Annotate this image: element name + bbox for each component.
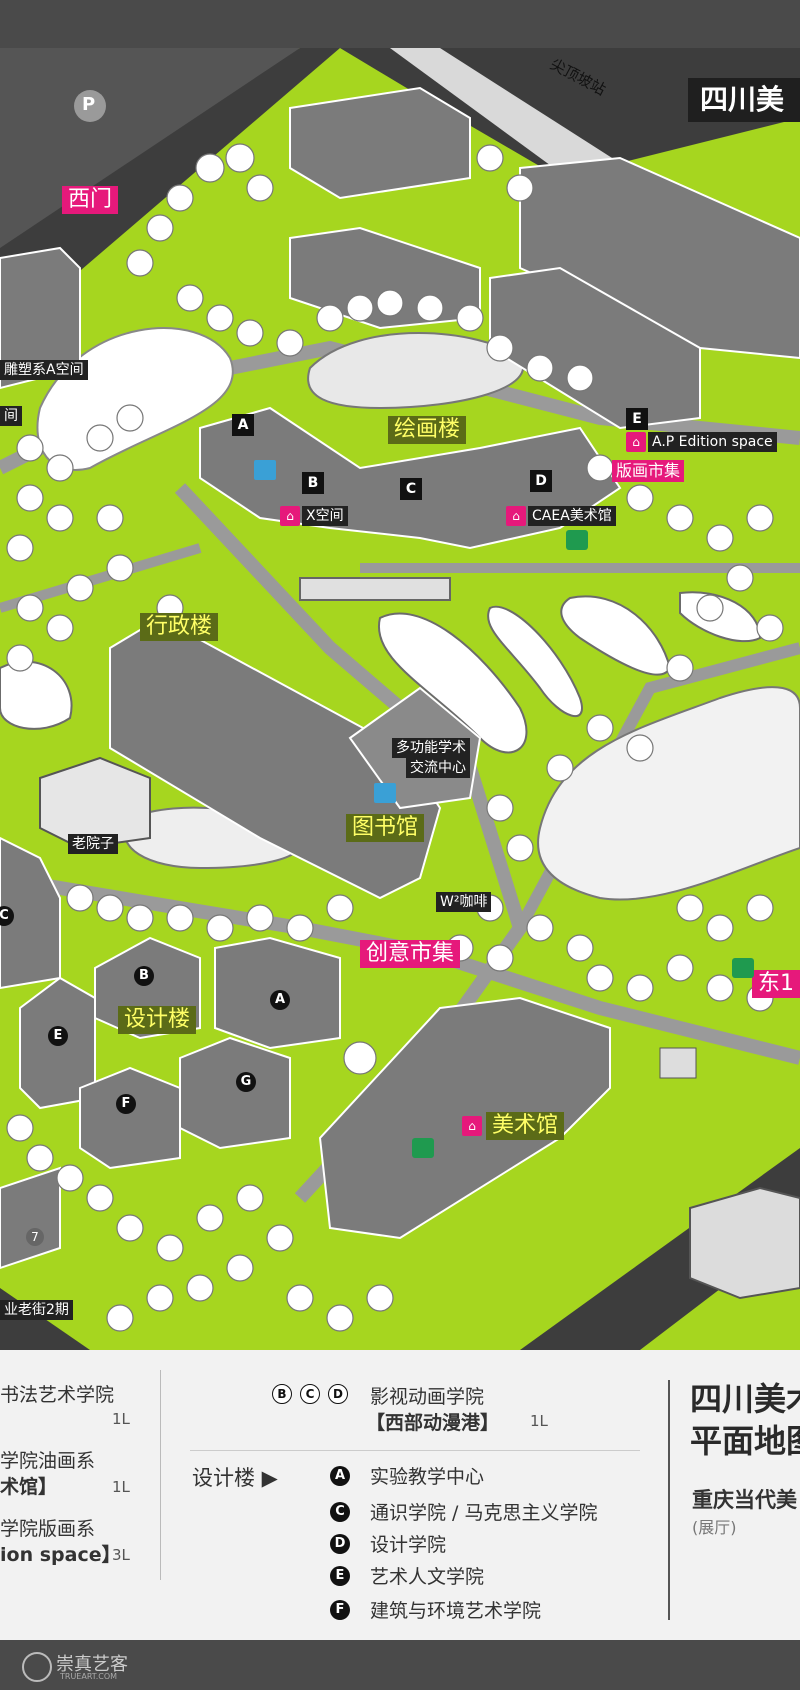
legend-letter-b: B <box>272 1384 292 1404</box>
legend-item: 书法艺术学院 <box>0 1384 115 1406</box>
legend-item: 设计学院 <box>370 1534 447 1556</box>
legend-letter-c: C <box>330 1502 350 1522</box>
legend-title-line1: 四川美术 <box>690 1380 800 1418</box>
divider <box>190 1450 640 1451</box>
gallery-icon: ⌂ <box>280 506 300 526</box>
legend-item: ion space】 <box>0 1544 121 1566</box>
sculpture-a-space-label: 雕塑系A空间 <box>0 360 88 380</box>
gallery-icon: ⌂ <box>462 1116 482 1136</box>
legend-floor: 3L <box>112 1546 130 1564</box>
building-letter-d: D <box>530 470 552 492</box>
brand-name: 崇真艺客 <box>56 1654 128 1675</box>
legend-floor: 1L <box>530 1412 548 1430</box>
multi-center-label-2: 交流中心 <box>406 758 470 778</box>
shop-icon <box>566 530 588 550</box>
design-letter-c: C <box>0 906 14 926</box>
top-bar <box>0 0 800 48</box>
design-letter-b: B <box>134 966 154 986</box>
library-label[interactable]: 图书馆 <box>346 814 425 842</box>
map-graphic <box>0 48 800 1350</box>
ap-edition-space-label: A.P Edition space <box>648 432 777 452</box>
legend-item: 【西部动漫港】 <box>366 1412 500 1434</box>
print-market-label[interactable]: 版画市集 <box>612 460 685 482</box>
shop-icon <box>732 958 754 978</box>
restroom-icon <box>254 460 276 480</box>
map-title: 四川美 <box>688 78 800 122</box>
brand-url: TRUEART.COM <box>60 1672 118 1681</box>
east-gate-label[interactable]: 东1 <box>752 970 800 998</box>
admin-building-label[interactable]: 行政楼 <box>140 613 219 641</box>
old-street-label: 业老街2期 <box>0 1300 73 1320</box>
legend-letter-a: A <box>330 1466 350 1486</box>
design-letter-f: F <box>116 1094 136 1114</box>
gallery-icon: ⌂ <box>626 432 646 452</box>
restroom-icon <box>374 783 396 803</box>
legend-panel: 书法艺术学院 1L 学院油画系 术馆】 1L 学院版画系 ion space】 … <box>0 1350 800 1640</box>
building-letter-c: C <box>400 478 422 500</box>
x-space-label: X空间 <box>302 506 348 526</box>
shop-icon <box>412 1138 434 1158</box>
design-building-heading: 设计楼 ▶ <box>192 1466 278 1490</box>
w-cafe-label: W²咖啡 <box>436 892 492 912</box>
west-gate-label[interactable]: 西门 <box>62 186 119 214</box>
design-building-label[interactable]: 设计楼 <box>118 1006 197 1034</box>
old-yard-label: 老院子 <box>68 834 118 854</box>
legend-item: 学院版画系 <box>0 1518 96 1540</box>
building-letter-e: E <box>626 408 648 430</box>
divider <box>668 1380 670 1620</box>
number-badge: 7 <box>26 1228 44 1246</box>
art-museum-label[interactable]: 美术馆 <box>486 1112 565 1140</box>
parking-icon: P <box>82 94 96 115</box>
legend-letter-e: E <box>330 1566 350 1586</box>
caea-museum-label: CAEA美术馆 <box>528 506 616 526</box>
legend-title-line2: 平面地图 <box>690 1422 800 1460</box>
painting-building-label[interactable]: 绘画楼 <box>388 416 467 444</box>
legend-letter-d: D <box>330 1534 350 1554</box>
legend-floor: 1L <box>112 1478 130 1496</box>
footer-bar: 崇真艺客 TRUEART.COM <box>0 1640 800 1690</box>
legend-floor: 1L <box>112 1410 130 1428</box>
legend-letter-f: F <box>330 1600 350 1620</box>
side-space-label: 间 <box>0 406 22 426</box>
legend-letter-c: C <box>300 1384 320 1404</box>
divider <box>160 1370 161 1580</box>
campus-map[interactable]: 尖顶坡站 四川美 P 西门 东1 雕塑系A空间 间 绘画楼 A B C D E … <box>0 48 800 1350</box>
legend-subtitle-note: (展厅) <box>692 1518 737 1537</box>
design-letter-a: A <box>270 990 290 1010</box>
gallery-icon: ⌂ <box>506 506 526 526</box>
creative-market-label[interactable]: 创意市集 <box>360 940 461 968</box>
multi-center-label-1: 多功能学术 <box>392 738 470 758</box>
legend-subtitle: 重庆当代美 <box>692 1488 797 1512</box>
legend-item: 影视动画学院 <box>370 1386 485 1408</box>
legend-item: 建筑与环境艺术学院 <box>370 1600 542 1622</box>
legend-item: 学院油画系 <box>0 1450 96 1472</box>
legend-letter-d: D <box>328 1384 348 1404</box>
building-letter-b: B <box>302 472 324 494</box>
brand-logo-icon <box>22 1652 52 1682</box>
building-letter-a: A <box>232 414 254 436</box>
design-letter-g: G <box>236 1072 256 1092</box>
design-letter-e: E <box>48 1026 68 1046</box>
legend-item: 艺术人文学院 <box>370 1566 485 1588</box>
legend-item: 实验教学中心 <box>370 1466 485 1488</box>
legend-item: 通识学院 / 马克思主义学院 <box>370 1502 598 1524</box>
legend-item: 术馆】 <box>0 1476 58 1498</box>
